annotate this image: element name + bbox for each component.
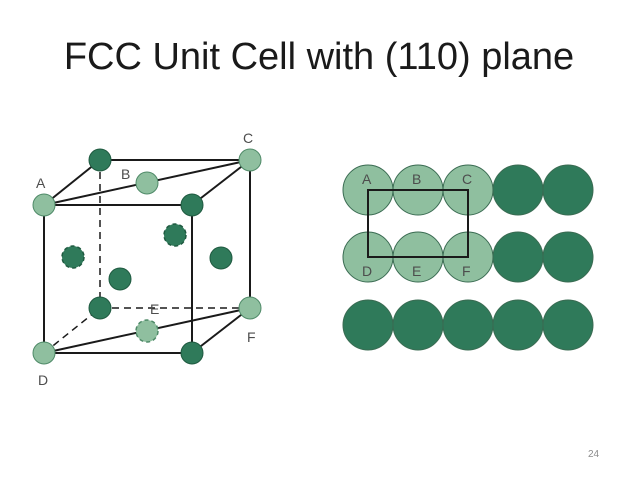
cube-label-b: B xyxy=(121,166,130,182)
plane-row-1 xyxy=(342,164,594,216)
cube-label-e: E xyxy=(150,301,159,317)
cube-label-a: A xyxy=(36,175,46,191)
atom-c xyxy=(238,148,262,172)
cube-atoms-hidden xyxy=(61,223,187,269)
atom-back-top-left xyxy=(88,148,112,172)
plane-atom xyxy=(492,299,544,351)
plane-atom xyxy=(542,231,594,283)
atom-front-face-center xyxy=(108,267,132,291)
plane-label-d: D xyxy=(362,263,372,279)
atom-f xyxy=(238,296,262,320)
page-number: 24 xyxy=(588,449,600,460)
plane-label-e: E xyxy=(412,263,421,279)
atom-a xyxy=(32,193,56,217)
cube-atoms-dark xyxy=(88,148,233,365)
atom-right-face-center xyxy=(209,246,233,270)
plane-atom xyxy=(442,299,494,351)
atom-front-bottom-right xyxy=(180,341,204,365)
plane-atom xyxy=(342,299,394,351)
cube-edge-top-left xyxy=(43,159,101,206)
plane-atom xyxy=(492,164,544,216)
atom-back-bottom-left xyxy=(88,296,112,320)
cube-atoms-plane xyxy=(32,148,262,365)
atom-front-top-right xyxy=(180,193,204,217)
plane-atom xyxy=(392,299,444,351)
cube-label-f: F xyxy=(247,329,256,345)
atom-back-face-center xyxy=(163,223,187,247)
plane-label-a: A xyxy=(362,171,372,187)
plane-atom xyxy=(492,231,544,283)
plane-atom xyxy=(542,164,594,216)
cube-label-c: C xyxy=(243,130,253,146)
plane-label-b: B xyxy=(412,171,421,187)
plane-unit-cell-rect xyxy=(367,189,469,258)
plane-atom xyxy=(542,299,594,351)
atom-b xyxy=(135,171,159,195)
atom-e xyxy=(135,319,159,343)
atom-d xyxy=(32,341,56,365)
plane-label-f: F xyxy=(462,263,471,279)
cube-edge-bottom-right xyxy=(191,307,251,354)
cube-front-face xyxy=(43,204,193,354)
plane-row-3 xyxy=(342,299,594,351)
atom-left-face-center xyxy=(61,245,85,269)
plane-label-c: C xyxy=(462,171,472,187)
cube-edge-top-right xyxy=(191,159,251,206)
cube-label-d: D xyxy=(38,372,48,388)
slide-title: FCC Unit Cell with (110) plane xyxy=(63,36,575,78)
